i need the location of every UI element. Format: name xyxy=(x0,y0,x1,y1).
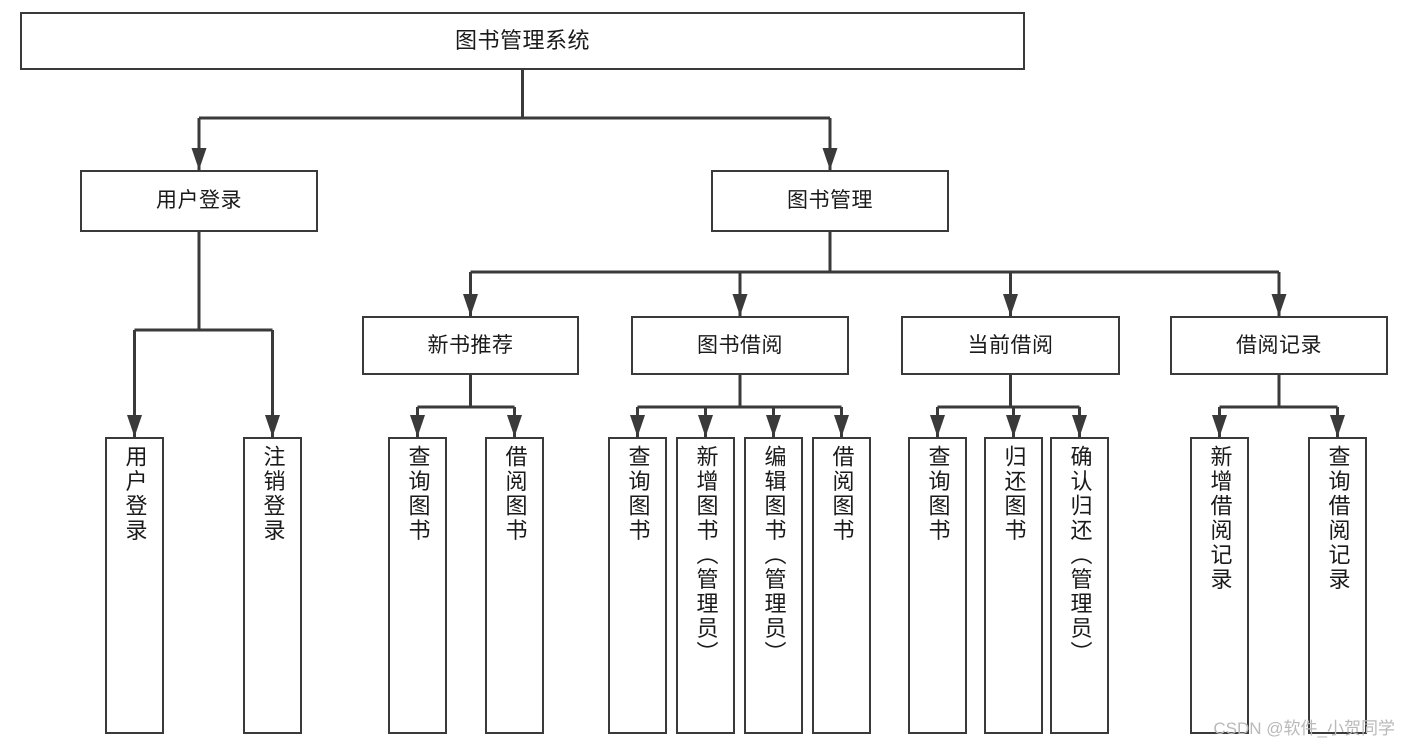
node-label-root: 图书管理系统 xyxy=(454,27,590,53)
node-label-user-login: 用户登录 xyxy=(156,189,242,213)
node-leaf-user-login[interactable]: 用户登录 xyxy=(105,437,164,734)
arrowhead-user-login-to-leaf-logout xyxy=(265,415,280,437)
node-label-leaf-borrow-2: 借阅图书 xyxy=(829,445,855,543)
node-leaf-borrow-2[interactable]: 借阅图书 xyxy=(812,437,871,734)
node-leaf-query-1[interactable]: 查询图书 xyxy=(388,437,447,734)
arrowhead-current-borrow-to-leaf-query-3 xyxy=(930,415,945,437)
node-label-leaf-borrow-1: 借阅图书 xyxy=(502,445,528,543)
arrowhead-book-manage-to-new-book-rec xyxy=(463,294,478,316)
node-user-login[interactable]: 用户登录 xyxy=(80,170,318,232)
node-leaf-confirm[interactable]: 确认归还（管理员） xyxy=(1050,437,1109,734)
node-leaf-logout[interactable]: 注销登录 xyxy=(243,437,302,734)
node-label-leaf-add-rec: 新增借阅记录 xyxy=(1207,445,1233,592)
node-label-leaf-confirm: 确认归还（管理员） xyxy=(1067,445,1093,666)
node-label-book-manage: 图书管理 xyxy=(787,189,873,213)
node-label-borrow-record: 借阅记录 xyxy=(1236,333,1322,357)
node-label-leaf-edit-book: 编辑图书（管理员） xyxy=(761,445,787,666)
node-current-borrow[interactable]: 当前借阅 xyxy=(901,316,1120,375)
arrowhead-book-borrow-to-leaf-borrow-2 xyxy=(834,415,849,437)
arrowhead-book-manage-to-borrow-record xyxy=(1271,294,1287,316)
node-borrow-record[interactable]: 借阅记录 xyxy=(1170,316,1388,375)
arrowhead-current-borrow-to-leaf-return xyxy=(1006,415,1021,437)
arrowhead-book-manage-to-book-borrow xyxy=(732,294,748,316)
node-leaf-add-book[interactable]: 新增图书（管理员） xyxy=(676,437,735,734)
arrowhead-new-book-rec-to-leaf-borrow-1 xyxy=(507,415,522,437)
arrowhead-user-login-to-leaf-user-login xyxy=(127,415,142,437)
node-label-leaf-query-rec: 查询借阅记录 xyxy=(1325,445,1351,592)
arrowhead-new-book-rec-to-leaf-query-1 xyxy=(410,415,425,437)
node-new-book-rec[interactable]: 新书推荐 xyxy=(362,316,579,375)
node-leaf-query-3[interactable]: 查询图书 xyxy=(908,437,967,734)
arrowhead-book-borrow-to-leaf-add-book xyxy=(698,415,713,437)
node-leaf-query-2[interactable]: 查询图书 xyxy=(608,437,667,734)
node-label-leaf-logout: 注销登录 xyxy=(260,445,286,543)
node-label-current-borrow: 当前借阅 xyxy=(967,333,1054,357)
node-leaf-return[interactable]: 归还图书 xyxy=(984,437,1043,734)
node-leaf-edit-book[interactable]: 编辑图书（管理员） xyxy=(744,437,803,734)
node-leaf-add-rec[interactable]: 新增借阅记录 xyxy=(1190,437,1249,734)
node-label-new-book-rec: 新书推荐 xyxy=(427,333,514,357)
arrowhead-borrow-record-to-leaf-query-rec xyxy=(1330,415,1345,437)
node-root[interactable]: 图书管理系统 xyxy=(20,12,1025,70)
arrowhead-book-manage-to-current-borrow xyxy=(1003,294,1018,316)
arrowhead-current-borrow-to-leaf-confirm xyxy=(1072,415,1087,437)
node-leaf-query-rec[interactable]: 查询借阅记录 xyxy=(1308,437,1367,734)
node-leaf-borrow-1[interactable]: 借阅图书 xyxy=(485,437,544,734)
node-label-leaf-add-book: 新增图书（管理员） xyxy=(693,445,719,666)
arrowhead-book-borrow-to-leaf-query-2 xyxy=(630,415,645,437)
node-label-leaf-query-3: 查询图书 xyxy=(925,445,951,543)
node-label-leaf-query-2: 查询图书 xyxy=(625,445,651,543)
arrowhead-borrow-record-to-leaf-add-rec xyxy=(1212,415,1227,437)
node-label-leaf-user-login: 用户登录 xyxy=(122,445,148,543)
arrowhead-root-to-user-login xyxy=(191,148,207,170)
node-book-manage[interactable]: 图书管理 xyxy=(711,170,949,232)
arrowhead-book-borrow-to-leaf-edit-book xyxy=(766,415,781,437)
node-book-borrow[interactable]: 图书借阅 xyxy=(631,316,849,375)
node-label-leaf-return: 归还图书 xyxy=(1001,445,1027,543)
arrowhead-root-to-book-manage xyxy=(822,148,838,170)
node-label-leaf-query-1: 查询图书 xyxy=(405,445,431,543)
node-label-book-borrow: 图书借阅 xyxy=(697,333,783,357)
